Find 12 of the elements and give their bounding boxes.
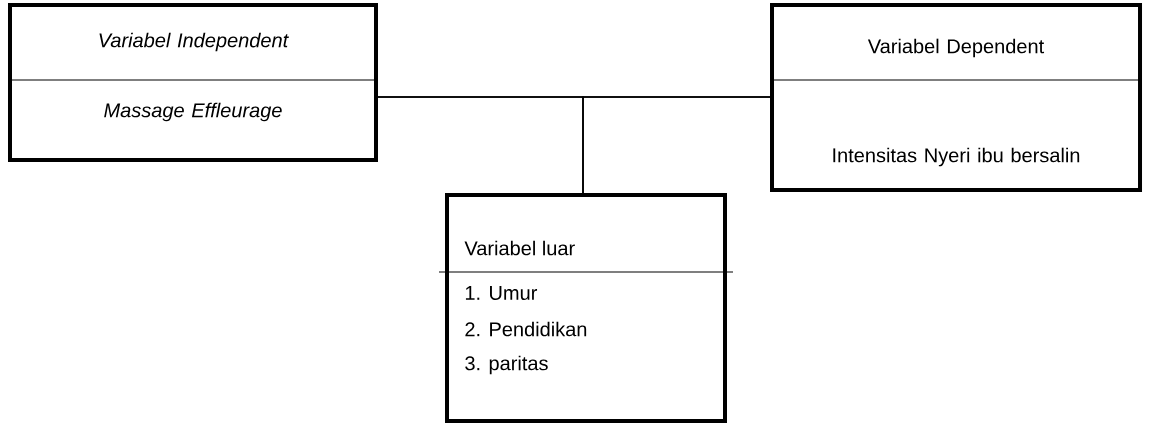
box-text: Intensitas Nyeri ibu bersalin (833, 147, 1080, 167)
box-heading: Variabel Independent (99, 32, 289, 52)
box-heading: Variabel luar (464, 240, 575, 256)
box-heading: Variabel Dependent (867, 38, 1045, 58)
list-item: 3. paritas (465, 355, 548, 375)
box-text: Massage Effleurage (104, 102, 282, 122)
variable-box (438, 193, 734, 423)
list-item: 1. Umur (465, 286, 538, 300)
list-item: 2. Pendidikan (465, 321, 587, 337)
connector-line (582, 96, 771, 194)
variable-box (770, 3, 1142, 192)
variable-box (8, 3, 378, 162)
